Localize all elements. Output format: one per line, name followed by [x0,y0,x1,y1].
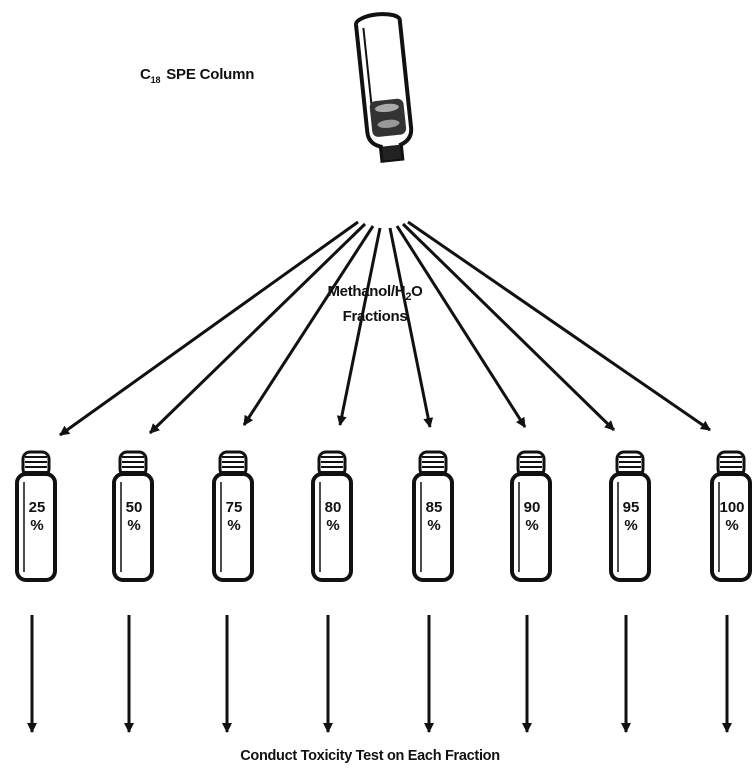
footer-label: Conduct Toxicity Test on Each Fraction [240,748,500,764]
vial-75: 75% [212,450,254,582]
fraction-arrow [242,225,375,426]
fractions-line1-prefix: Methanol/H [327,283,406,300]
fractions-line1-subscript: 2 [405,291,412,303]
vial-value: 90 [524,499,541,516]
fraction-arrow [407,220,711,432]
vial-value: 25 [29,499,46,516]
vial-value: 100 [719,499,744,516]
vial-body [311,472,353,582]
vial-100: 100% [710,450,752,582]
vial-value: 80 [325,499,342,516]
vial-90: 90% [510,450,552,582]
vial-unit: % [725,517,738,534]
vial-body [15,472,57,582]
vial-50: 50% [112,450,154,582]
fraction-arrow [401,222,616,432]
vial-body [112,472,154,582]
vial-unit: % [624,517,637,534]
fractions-label-line2: Fractions [342,308,408,325]
vial-unit: % [227,517,240,534]
column-label: C18 SPE Column [140,66,255,85]
toxicity-arrows [27,615,732,733]
spe-column-icon [353,12,414,163]
vial-value: 50 [126,499,143,516]
fraction-arrow [395,225,527,428]
column-label-suffix: SPE Column [166,66,255,83]
column-label-prefix: C [140,66,151,83]
vial-body [412,472,454,582]
vial-body [710,472,752,582]
vial-body [510,472,552,582]
fraction-arrows [59,220,711,437]
vial-25: 25% [15,450,57,582]
fractions-label-line1: Methanol/H2O [300,282,450,307]
vial-unit: % [30,517,43,534]
vial-body [212,472,254,582]
fraction-arrow [59,220,359,437]
vial-80: 80% [311,450,353,582]
fractions-label: Methanol/H2O Fractions [300,282,450,326]
vial-value: 85 [426,499,443,516]
fraction-arrow [148,222,367,435]
column-label-subscript: 18 [150,75,161,85]
vial-value: 75 [226,499,243,516]
vial-85: 85% [412,450,454,582]
vial-value: 95 [623,499,640,516]
vial-unit: % [326,517,339,534]
vials-row: 25%50%75%80%85%90%95%100% [15,450,752,582]
vial-unit: % [127,517,140,534]
fraction-arrow [388,227,434,428]
vial-unit: % [427,517,440,534]
fractions-line1-suffix: O [411,283,423,300]
vial-95: 95% [609,450,651,582]
fraction-arrow [336,227,382,426]
vial-unit: % [525,517,538,534]
vial-body [609,472,651,582]
